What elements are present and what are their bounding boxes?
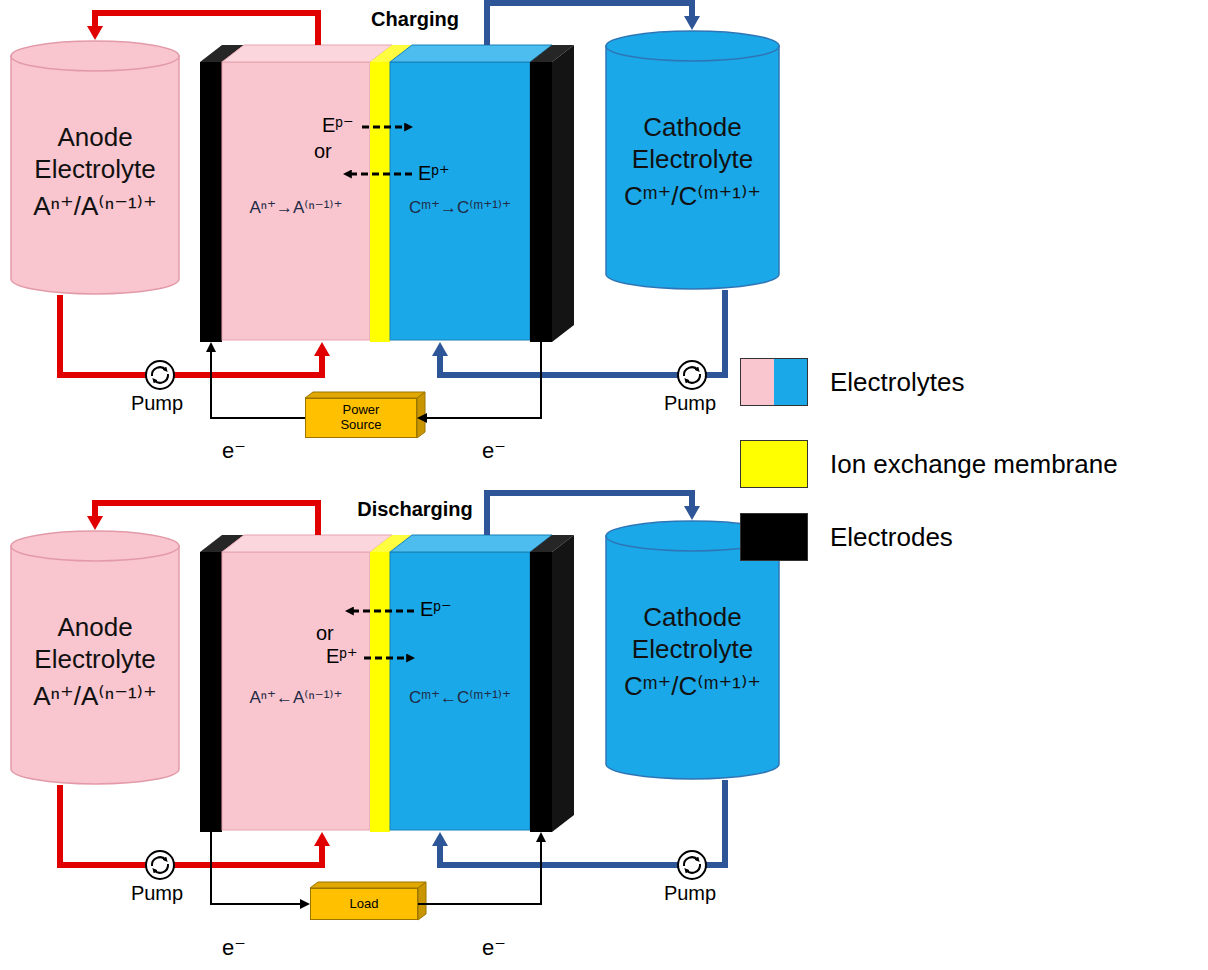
pump-symbol <box>146 851 174 879</box>
anode-compartment <box>222 62 370 340</box>
box-side <box>417 392 425 438</box>
cell-text: Cᵐ⁺→C⁽ᵐ⁺¹⁾⁺ <box>390 197 530 219</box>
tank-text: Anode ElectrolyteAⁿ⁺/A⁽ⁿ⁻¹⁾⁺ <box>10 612 180 719</box>
half-cell: Aⁿ⁺→A⁽ⁿ⁻¹⁾⁺ <box>198 45 380 342</box>
legend-text: Electrodes <box>830 522 953 553</box>
electrolyte-pipe <box>60 785 322 865</box>
ion-label: Eᵖ⁺ <box>326 645 357 668</box>
box-label: Power Source <box>326 403 396 433</box>
tank-name: Cathode Electrolyte <box>622 602 764 665</box>
ion-flow-arrow <box>352 610 414 613</box>
ion-flow-arrow <box>364 657 408 660</box>
cell-text: Aⁿ⁺←A⁽ⁿ⁻¹⁾⁺ <box>222 687 370 709</box>
cathode-compartment <box>390 62 530 340</box>
ion-label: or <box>314 140 332 163</box>
pump-label: Pump <box>664 392 716 415</box>
ion-label: or <box>316 622 334 645</box>
electron-label: e⁻ <box>222 935 246 960</box>
ion-label: Eᵖ⁺ <box>418 162 449 185</box>
legend-swatch <box>740 358 808 406</box>
pump-label: Pump <box>131 392 183 415</box>
electrode-side <box>552 45 574 342</box>
tank-lid <box>606 31 779 61</box>
cathode-electrode <box>530 62 552 342</box>
legend-row: Electrodes <box>740 513 953 561</box>
cell-text: Aⁿ⁺→A⁽ⁿ⁻¹⁾⁺ <box>222 197 370 219</box>
electron-wire <box>211 348 305 418</box>
electron-label: e⁻ <box>482 438 506 463</box>
tank-name: Anode Electrolyte <box>24 612 166 675</box>
pump-label: Pump <box>664 882 716 905</box>
redox-couple: Aⁿ⁺/A⁽ⁿ⁻¹⁾⁺ <box>33 191 156 223</box>
pump-symbol <box>146 361 174 389</box>
pump-symbol <box>678 361 706 389</box>
pump-symbol <box>678 851 706 879</box>
redox-couple: Cᵐ⁺/C⁽ᵐ⁺¹⁾⁺ <box>624 181 761 213</box>
electrolyte-tank: Anode ElectrolyteAⁿ⁺/A⁽ⁿ⁻¹⁾⁺ <box>10 530 180 785</box>
redox-couple: Aⁿ⁺/A⁽ⁿ⁻¹⁾⁺ <box>33 681 156 713</box>
tank-body <box>11 546 179 784</box>
ion-flow-arrow <box>350 173 412 176</box>
electron-wire <box>418 838 541 904</box>
legend-text: Ion exchange membrane <box>830 449 1118 480</box>
half-cell: Cᵐ⁺→C⁽ᵐ⁺¹⁾⁺ <box>380 45 555 342</box>
tank-lid <box>11 531 179 561</box>
ion-flow-arrow <box>362 126 406 129</box>
cell-stack <box>200 535 574 832</box>
tank-text: Cathode ElectrolyteCᵐ⁺/C⁽ᵐ⁺¹⁾⁺ <box>605 112 780 219</box>
electron-wire <box>211 832 304 904</box>
compartment-top <box>222 45 392 62</box>
legend-swatch-half <box>774 359 807 405</box>
tank-lid <box>11 41 179 71</box>
compartment-top <box>390 45 552 62</box>
electrolyte-pipe <box>440 290 725 375</box>
legend-row: Electrolytes <box>740 358 964 406</box>
electrolyte-pipe <box>95 503 318 535</box>
panel-heading: Discharging <box>357 498 473 521</box>
power-source-box: Power Source <box>305 398 417 438</box>
electron-wire <box>423 342 541 418</box>
redox-couple: Cᵐ⁺/C⁽ᵐ⁺¹⁾⁺ <box>624 671 761 703</box>
tank-name: Cathode Electrolyte <box>622 112 764 175</box>
legend-swatch <box>740 513 808 561</box>
reaction-text: Aⁿ⁺→A⁽ⁿ⁻¹⁾⁺ <box>249 197 342 219</box>
half-cell: Cᵐ⁺←C⁽ᵐ⁺¹⁾⁺ <box>380 535 555 832</box>
box-side <box>418 882 426 920</box>
electrolyte-tank: Cathode ElectrolyteCᵐ⁺/C⁽ᵐ⁺¹⁾⁺ <box>605 30 780 290</box>
ion-label: Eᵖ⁻ <box>322 114 353 137</box>
reaction-text: Cᵐ⁺←C⁽ᵐ⁺¹⁾⁺ <box>409 687 511 709</box>
reaction-text: Aⁿ⁺←A⁽ⁿ⁻¹⁾⁺ <box>249 687 342 709</box>
tank-body <box>606 536 779 779</box>
pump-label: Pump <box>131 882 183 905</box>
tank-body <box>11 56 179 294</box>
electrolyte-tank: Anode ElectrolyteAⁿ⁺/A⁽ⁿ⁻¹⁾⁺ <box>10 40 180 295</box>
tank-text: Cathode ElectrolyteCᵐ⁺/C⁽ᵐ⁺¹⁾⁺ <box>605 602 780 709</box>
box-label: Load <box>350 897 379 912</box>
load-box: Load <box>310 888 418 920</box>
legend-swatch <box>740 440 808 488</box>
anode-electrode <box>200 62 222 342</box>
ion-exchange-membrane <box>370 62 390 342</box>
cell-stack <box>200 45 574 342</box>
legend-row: Ion exchange membrane <box>740 440 1118 488</box>
electrolyte-pipe <box>95 13 318 45</box>
electrolyte-pipe <box>60 295 322 375</box>
legend-text: Electrolytes <box>830 367 964 398</box>
half-cell: Aⁿ⁺←A⁽ⁿ⁻¹⁾⁺ <box>198 535 380 832</box>
panel-heading: Charging <box>371 8 459 31</box>
ion-label: Eᵖ⁻ <box>420 598 451 621</box>
electron-label: e⁻ <box>222 438 246 463</box>
tank-name: Anode Electrolyte <box>24 122 166 185</box>
tank-text: Anode ElectrolyteAⁿ⁺/A⁽ⁿ⁻¹⁾⁺ <box>10 122 180 229</box>
reaction-text: Cᵐ⁺→C⁽ᵐ⁺¹⁾⁺ <box>409 197 511 219</box>
tank-body <box>606 46 779 289</box>
electrolyte-pipe <box>440 780 725 865</box>
cell-text: Cᵐ⁺←C⁽ᵐ⁺¹⁾⁺ <box>390 687 530 709</box>
electron-label: e⁻ <box>482 935 506 960</box>
